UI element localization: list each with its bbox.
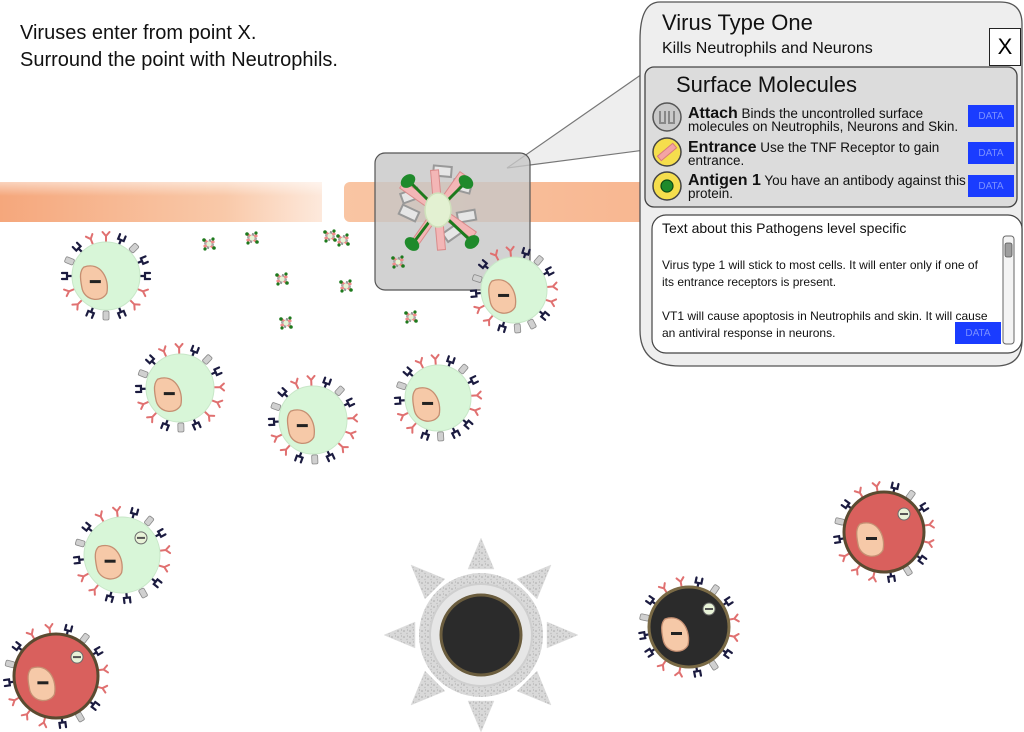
attach-molecule-icon bbox=[652, 102, 682, 132]
instruction-line-2: Surround the point with Neutrophils. bbox=[20, 49, 338, 71]
neutrophil-cell[interactable] bbox=[393, 353, 483, 442]
neutrophil-cell[interactable] bbox=[72, 505, 172, 605]
pathogen-data-button[interactable]: DATA bbox=[955, 322, 1001, 344]
molecule-description: Binds the uncontrolled surface molecules… bbox=[688, 106, 959, 134]
cell-status-badge bbox=[70, 650, 84, 664]
neutrophil-cell[interactable] bbox=[60, 231, 152, 321]
cell-status-badge bbox=[702, 602, 716, 616]
pathogen-paragraph-2: VT1 will cause apoptosis in Neutrophils … bbox=[662, 309, 988, 340]
antigen-molecule-icon bbox=[652, 171, 682, 201]
molecule-description: Use the TNF Receptor to gain entrance. bbox=[688, 140, 940, 168]
virus-particle bbox=[391, 255, 405, 269]
pathogen-paragraph-1: Virus type 1 will stick to most cells. I… bbox=[662, 258, 978, 289]
virus-entry-point-x[interactable] bbox=[383, 537, 579, 732]
neutrophil-cell[interactable] bbox=[134, 342, 226, 433]
surface-molecules-heading: Surface Molecules bbox=[676, 72, 857, 97]
cell-status-badge bbox=[134, 531, 148, 545]
virus-title: Virus Type One bbox=[662, 10, 813, 35]
attach-data-button[interactable]: DATA bbox=[968, 105, 1014, 127]
virus-particle bbox=[245, 231, 259, 245]
virus-particle bbox=[404, 310, 418, 324]
virus-particle bbox=[275, 272, 289, 286]
virus-particle bbox=[323, 229, 337, 243]
cells-layer bbox=[2, 231, 935, 730]
pathogen-text-panel bbox=[651, 214, 1023, 354]
callout-pointer bbox=[506, 70, 646, 169]
molecule-antigen-1: Antigen 1 You have an antibody against t… bbox=[688, 172, 983, 201]
cell-status-badge bbox=[897, 507, 911, 521]
dead-cell[interactable] bbox=[638, 576, 740, 678]
surface-molecules-panel bbox=[644, 66, 1018, 208]
molecule-name: Entrance bbox=[688, 139, 757, 156]
molecule-description: You have an antibody against this protei… bbox=[688, 173, 966, 201]
virus-particle bbox=[339, 279, 353, 293]
instructions: Viruses enter from point X. Surround the… bbox=[20, 20, 338, 74]
virus-subtitle: Kills Neutrophils and Neurons bbox=[662, 40, 873, 57]
molecule-name: Attach bbox=[688, 105, 738, 122]
infected-cell[interactable] bbox=[833, 481, 935, 583]
instruction-line-1: Viruses enter from point X. bbox=[20, 22, 257, 44]
molecule-attach: Attach Binds the uncontrolled surface mo… bbox=[688, 105, 983, 134]
infected-cell[interactable] bbox=[2, 623, 109, 730]
entrance-molecule-icon bbox=[652, 137, 682, 167]
entrance-data-button[interactable]: DATA bbox=[968, 142, 1014, 164]
molecule-entrance: Entrance Use the TNF Receptor to gain en… bbox=[688, 139, 983, 168]
virus-info-tooltip bbox=[639, 1, 1023, 367]
text-scrollbar[interactable] bbox=[1002, 235, 1015, 345]
virus-entry-band bbox=[0, 182, 664, 222]
antigen-data-button[interactable]: DATA bbox=[968, 175, 1014, 197]
pathogen-text-heading: Text about this Pathogens level specific bbox=[662, 220, 907, 236]
virus-particle bbox=[336, 233, 350, 247]
molecule-name: Antigen 1 bbox=[688, 172, 761, 189]
virus-particle bbox=[202, 237, 216, 251]
virus-particle bbox=[279, 316, 293, 330]
neutrophil-cell[interactable] bbox=[267, 374, 359, 465]
neutrophil-cell[interactable] bbox=[469, 245, 559, 334]
close-button[interactable]: X bbox=[989, 28, 1021, 66]
virus-zoom-box[interactable] bbox=[374, 152, 531, 291]
